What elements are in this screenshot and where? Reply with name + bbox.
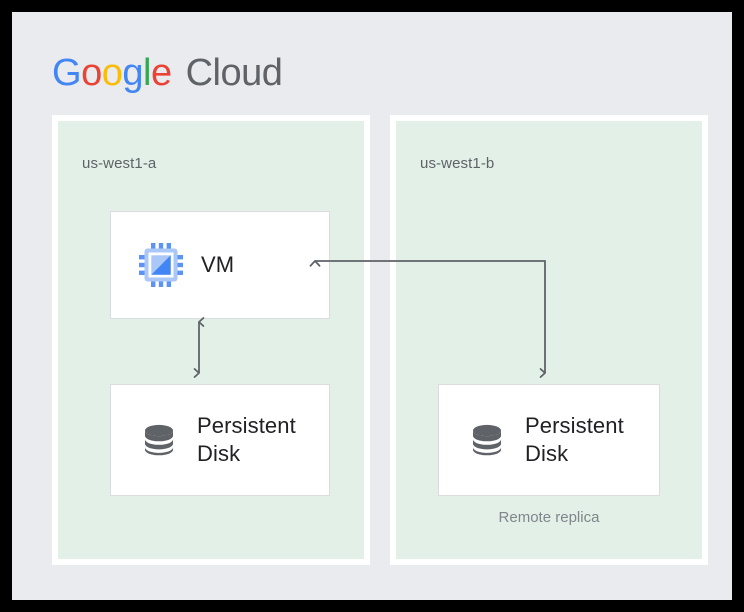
logo-letter-l: l bbox=[142, 51, 151, 94]
zone-panel-us-west1-a: us-west1-a bbox=[52, 115, 370, 565]
logo-word-cloud: Cloud bbox=[185, 51, 283, 94]
logo-letter-o1: o bbox=[81, 51, 102, 94]
logo-letter-e: e bbox=[150, 51, 172, 94]
cpu-chip-icon bbox=[139, 243, 183, 287]
zone-label-us-west1-b: us-west1-b bbox=[420, 155, 495, 172]
database-disk-icon bbox=[139, 420, 179, 460]
node-persistent-disk-a[interactable]: Persistent Disk bbox=[110, 384, 330, 496]
node-persistent-disk-b[interactable]: Persistent Disk bbox=[438, 384, 660, 496]
node-label-vm: VM bbox=[201, 251, 235, 277]
logo-letter-o2: o bbox=[101, 51, 123, 94]
node-label-persistent-disk-a: Persistent Disk bbox=[197, 412, 296, 466]
logo-letter-g: G bbox=[52, 51, 82, 94]
zone-label-us-west1-a: us-west1-a bbox=[82, 155, 157, 172]
zone-panel-us-west1-b: us-west1-b Persistent Disk Remote rep bbox=[390, 115, 708, 565]
database-disk-icon bbox=[467, 420, 507, 460]
node-label-persistent-disk-b: Persistent Disk bbox=[525, 412, 624, 466]
node-vm[interactable]: VM bbox=[110, 211, 330, 319]
logo-letter-g2: g bbox=[122, 51, 143, 94]
caption-remote-replica: Remote replica bbox=[498, 509, 600, 526]
